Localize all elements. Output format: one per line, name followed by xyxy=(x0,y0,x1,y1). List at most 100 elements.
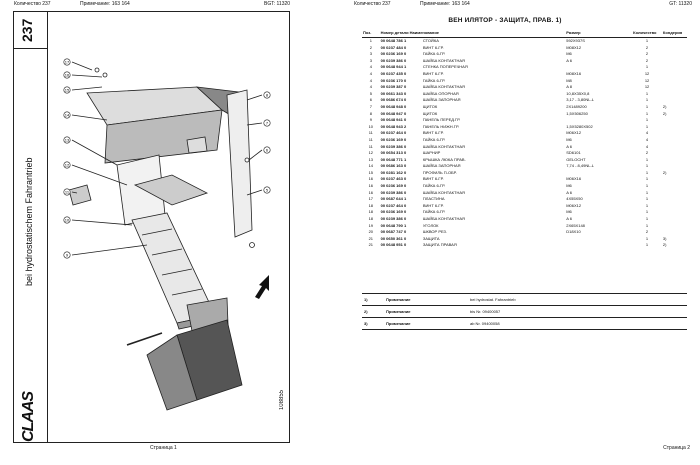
cell-name: ВИНТ 6-ГР. xyxy=(422,176,444,182)
cell-qty: 1 xyxy=(645,103,649,109)
illustration-frame: 237 bei hydrostatischem Fahrantrieb CLAA… xyxy=(13,11,290,443)
callout-number: 7 xyxy=(266,121,269,126)
cell-number: 00 0687 747 0 xyxy=(380,229,407,235)
cell-name: ГАЙКА 6-ГР. xyxy=(422,51,446,57)
cell-number: 00 0648 951 0 xyxy=(380,242,407,248)
cell-number: 00 0237 464 0 xyxy=(380,202,407,208)
col-size: Размер xyxy=(565,30,633,38)
cell-note xyxy=(662,157,687,164)
cell-name: ШАЙБА КОНТАКТНАЯ xyxy=(422,84,465,90)
cell-pos: 11 xyxy=(368,136,373,142)
cell-number: 00 0648 771 1 xyxy=(380,156,407,162)
cell-note xyxy=(662,196,687,203)
note-text: ab Nr. 09400058 xyxy=(468,317,687,330)
cell-note xyxy=(662,71,687,78)
cell-number: 00 0648 943 2 xyxy=(380,123,407,129)
cell-name: ЗАЩИТА ПРАВАЯ xyxy=(422,242,457,248)
cell-note xyxy=(662,130,687,137)
direction-arrow-icon xyxy=(255,275,269,299)
parts-list-title: ВЕН ИЛЯТОР - ЗАЩИТА, ПРАВ. 1) xyxy=(448,17,562,24)
cell-number: 00 0648 948 0 xyxy=(380,103,407,109)
cell-name: ШАЙБА ЗАПОРНАЯ xyxy=(422,97,461,103)
cell-name: ГАЙКА 6-ГР. xyxy=(422,136,446,142)
cell-note xyxy=(662,51,687,58)
cell-size: 10,8X35X0,8 xyxy=(566,90,590,96)
cell-size xyxy=(565,117,632,124)
cell-name: ПАНЕЛЬ НИЖН.ГР. xyxy=(422,123,459,129)
cell-pos: 18 xyxy=(368,216,374,222)
cell-size: 2X1489200 xyxy=(566,103,587,109)
cell-note xyxy=(662,124,687,131)
cell-qty: 1 xyxy=(645,90,649,96)
note-label: Примечание xyxy=(384,317,468,330)
note-label: Примечание xyxy=(384,305,468,318)
cell-pos: 4 xyxy=(369,77,372,83)
cell-name: ГАЙКА 6-ГР. xyxy=(422,209,446,215)
note-label: Примечание xyxy=(384,293,468,306)
cell-pos: 18 xyxy=(368,202,374,208)
cell-pos: 21 xyxy=(368,235,374,241)
cell-number: 00 0686 163 0 xyxy=(380,163,407,169)
right-header-qty: Количество 237 xyxy=(354,1,391,7)
claas-logo: CLAAS xyxy=(20,391,37,442)
cell-number: 00 0648 947 0 xyxy=(380,110,407,116)
cell-name: ГАЙКА 6-ГР. xyxy=(422,77,446,83)
cell-size: A 6 xyxy=(566,189,573,195)
cell-pos: 19 xyxy=(368,222,374,228)
callout-number: 14 xyxy=(65,113,70,118)
cell-note xyxy=(662,117,687,124)
cell-number: 00 0239 386 0 xyxy=(380,57,407,63)
cell-number: 00 0236 169 0 xyxy=(380,51,407,57)
cell-note xyxy=(662,223,687,230)
cell-number: 00 0236 169 0 xyxy=(380,209,407,215)
cell-pos: 10 xyxy=(368,123,374,129)
cell-qty: 1 xyxy=(645,176,649,182)
cell-name: ВИНТ 6-ГР. xyxy=(422,130,444,136)
cell-size: A 6 xyxy=(566,143,573,149)
cell-note: 2) xyxy=(662,103,667,109)
cell-qty: 1 xyxy=(645,222,649,228)
cell-pos: 5 xyxy=(369,90,372,96)
cell-size xyxy=(565,242,632,249)
cell-qty: 1 xyxy=(645,235,649,241)
cell-name: СТОЙКА xyxy=(422,38,439,43)
cell-qty: 1 xyxy=(645,242,649,248)
col-name: Наименование xyxy=(409,30,440,35)
cell-qty: 4 xyxy=(645,130,649,136)
cell-pos: 16 xyxy=(368,183,374,189)
cell-number: 00 0650 361 0 xyxy=(380,235,407,241)
cell-size: M06X12 xyxy=(566,202,582,208)
cell-number: 00 0687 644 1 xyxy=(380,196,407,202)
cell-note: 2) xyxy=(662,110,667,116)
cell-size: 4X55X50 xyxy=(566,196,583,202)
cell-size xyxy=(565,236,632,243)
cell-name: ВИНТ 6-ГР. xyxy=(422,44,444,50)
cell-name: ПЛАСТИНА xyxy=(422,196,445,202)
callout-number: 9 xyxy=(66,253,69,258)
callout-number: 16 xyxy=(65,73,70,78)
callout-number: 8 xyxy=(266,93,269,98)
cell-size: M6 xyxy=(566,136,572,142)
cell-number: 00 0661 343 0 xyxy=(380,90,407,96)
cell-number: 00 0648 941 0 xyxy=(380,117,407,123)
cell-qty: 1 xyxy=(645,202,649,208)
cell-size: M06X16 xyxy=(566,176,582,182)
cell-size: 2X65X148 xyxy=(566,222,585,228)
cell-note xyxy=(662,229,687,236)
